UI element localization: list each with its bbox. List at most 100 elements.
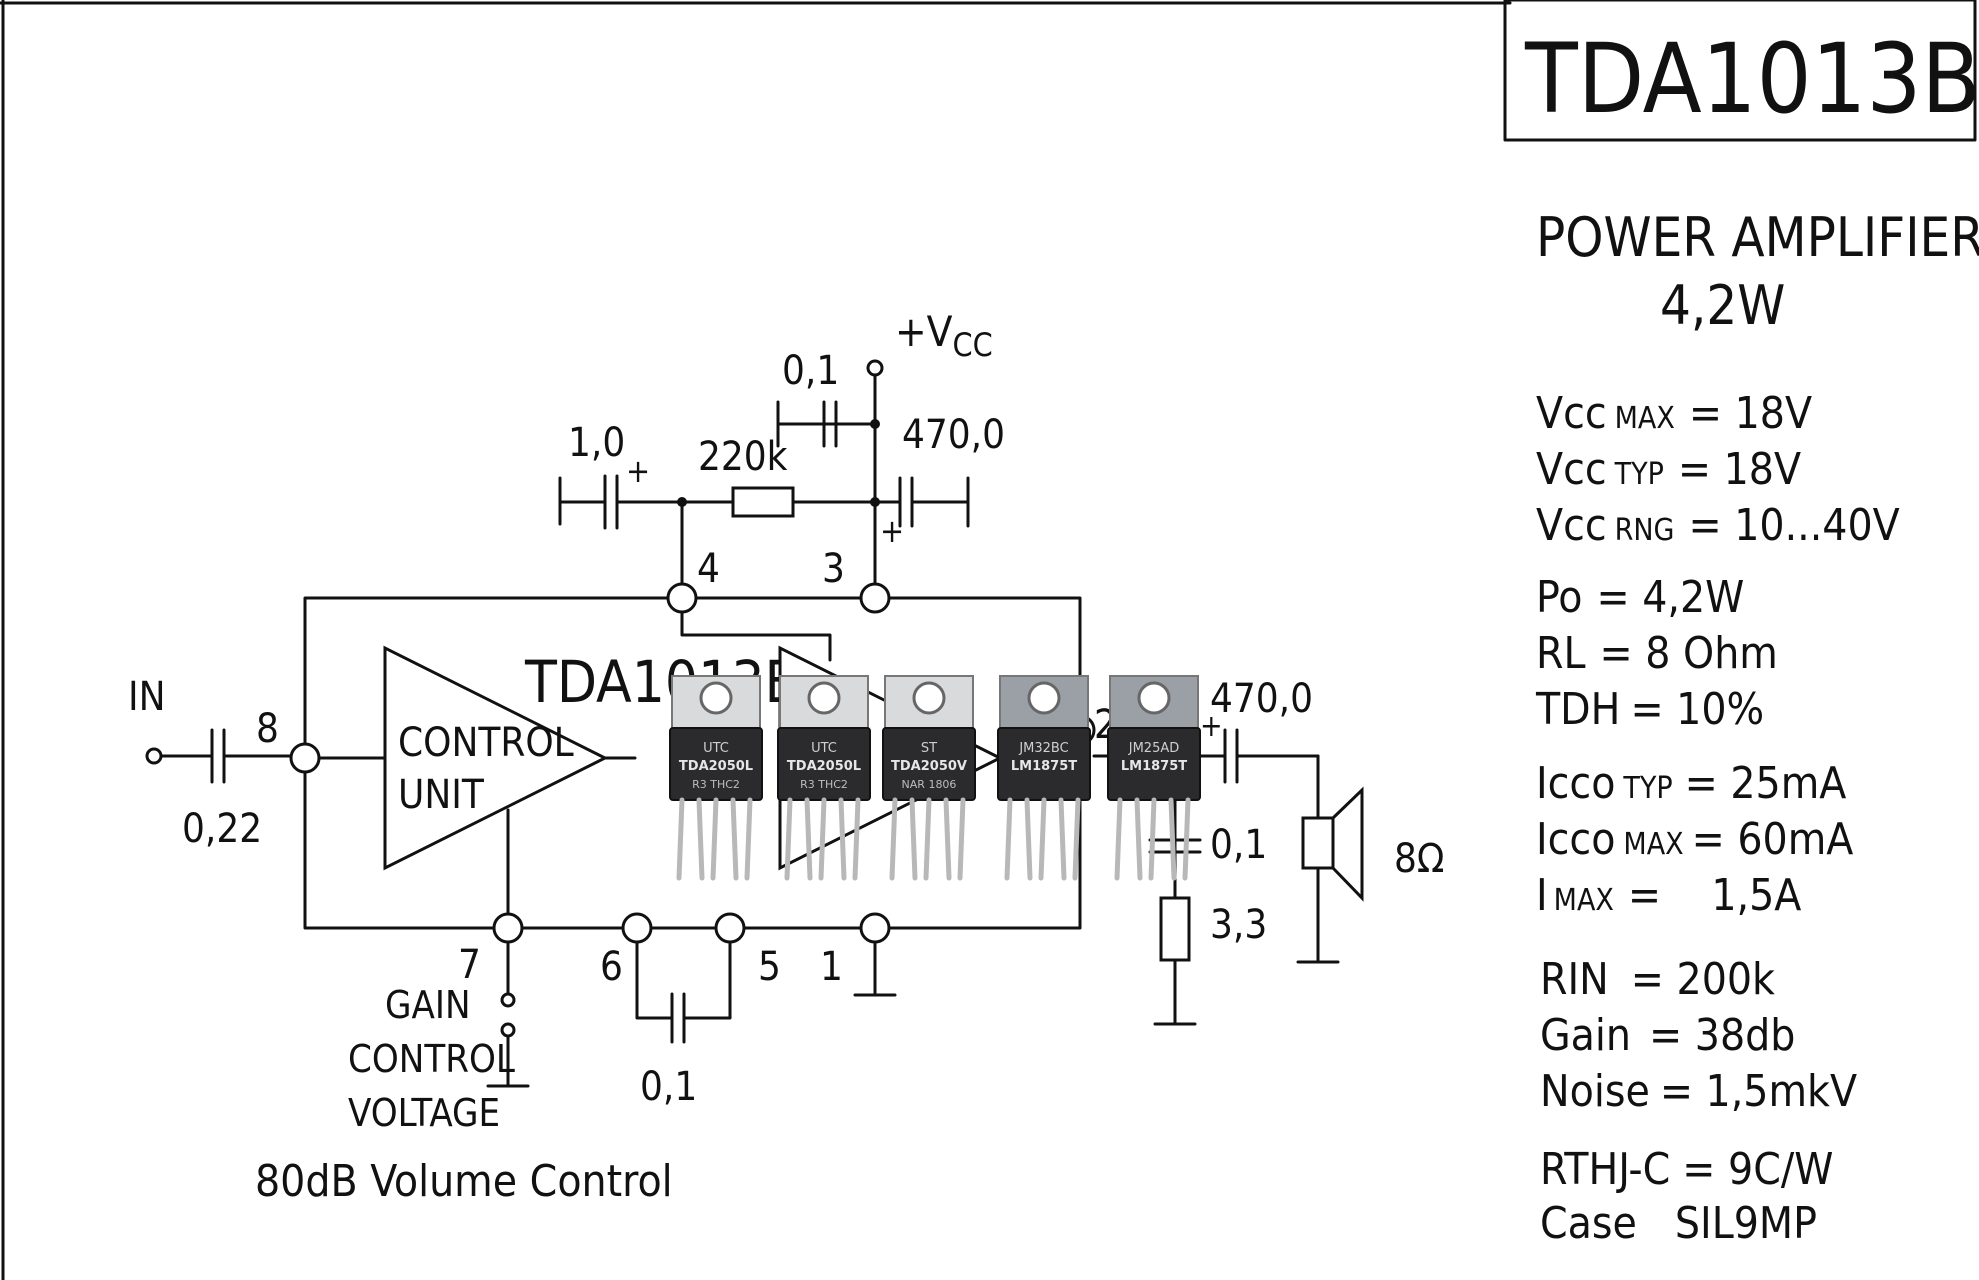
- package-lead: [676, 797, 685, 881]
- gain-label-2: CONTROL: [348, 1037, 515, 1081]
- package-lead: [1058, 797, 1067, 881]
- speaker-coil: [1301, 816, 1335, 870]
- package-1: UTC TDA2050L R3 THC2: [669, 675, 763, 881]
- c-dec-value: 0,1: [782, 348, 839, 394]
- package-lead: [744, 797, 753, 881]
- pin6-num: 6: [600, 944, 623, 990]
- package-2: UTC TDA2050L R3 THC2: [777, 675, 871, 881]
- spec-po: Po= 4,2W: [1536, 572, 1744, 623]
- pin5-circle: [714, 912, 746, 944]
- c-out-plus: +: [1200, 709, 1223, 744]
- gain-label-3: VOLTAGE: [348, 1091, 500, 1135]
- spec-noise: Noise= 1,5mkV: [1540, 1066, 1857, 1117]
- spec-rthj: RTHJ-C= 9C/W: [1540, 1144, 1833, 1195]
- vcc-terminal: [866, 359, 884, 377]
- package-code: R3 THC2: [800, 778, 848, 791]
- package-part: LM1875T: [1011, 759, 1077, 774]
- package-part: TDA2050L: [787, 759, 861, 774]
- wire-pin4-amp: [680, 596, 832, 662]
- package-brand: UTC: [811, 741, 837, 756]
- c-sup-value: 470,0: [902, 412, 1005, 458]
- package-part: TDA2050V: [891, 759, 967, 774]
- spec-tdh: TDH= 10%: [1535, 684, 1764, 735]
- package-lead: [1182, 797, 1191, 881]
- pin8-num: 8: [256, 706, 279, 752]
- package-code: R3 THC2: [692, 778, 740, 791]
- c-out-value: 470,0: [1210, 676, 1313, 722]
- title: TDA1013B: [1524, 23, 1979, 135]
- r-zobel: [1159, 896, 1191, 962]
- control-unit-label-2: UNIT: [398, 772, 485, 818]
- package-brand: UTC: [703, 741, 729, 756]
- spec-gain: Gain= 38db: [1540, 1010, 1795, 1061]
- package-lead: [1038, 797, 1047, 881]
- gain-terminal-b: [500, 1022, 516, 1038]
- package-lead: [943, 797, 952, 881]
- r-feedback: [731, 486, 795, 518]
- package-lead: [838, 797, 847, 881]
- package-part: TDA2050L: [679, 759, 753, 774]
- package-brand: JM32BC: [1018, 741, 1068, 756]
- speaker-value: 8Ω: [1394, 836, 1444, 882]
- wire-pin6-cap: [635, 940, 674, 1020]
- pin1-num: 1: [820, 944, 843, 990]
- pin3-circle: [859, 582, 891, 614]
- package-lead: [1134, 797, 1143, 881]
- in-label: IN: [128, 674, 166, 720]
- package-lead: [730, 797, 739, 881]
- package-code: NAR 1806: [902, 778, 957, 791]
- pin6-circle: [621, 912, 653, 944]
- mounting-hole: [1137, 681, 1171, 715]
- pin8-circle: [289, 742, 321, 774]
- package-4: JM32BC LM1875T: [997, 675, 1091, 881]
- package-lead: [909, 797, 918, 881]
- in-terminal: [145, 747, 163, 765]
- r-zob-value: 3,3: [1210, 902, 1267, 948]
- mounting-hole: [1027, 681, 1061, 715]
- r-feedback-value: 220k: [698, 434, 788, 480]
- mounting-hole: [807, 681, 841, 715]
- c-zob-value: 0,1: [1210, 822, 1267, 868]
- package-lead: [1072, 797, 1081, 881]
- package-lead: [818, 797, 827, 881]
- package-lead: [804, 797, 813, 881]
- volume-note: 80dB Volume Control: [255, 1156, 673, 1207]
- package-lead: [710, 797, 719, 881]
- package-lead: [1004, 797, 1013, 881]
- power-rating: 4,2W: [1660, 274, 1785, 337]
- package-photos: UTC TDA2050L R3 THC2 UTC TDA2050L R3 THC2 ST TD…: [669, 675, 1201, 881]
- gain-label-1: GAIN: [385, 983, 471, 1027]
- c-in-value: 0,22: [182, 806, 262, 852]
- package-lead: [1168, 797, 1177, 881]
- package-brand: ST: [921, 741, 937, 756]
- pin4-num: 4: [697, 546, 720, 592]
- pin7-circle: [492, 912, 524, 944]
- package-3: ST TDA2050V NAR 1806: [882, 675, 976, 881]
- package-part: LM1875T: [1121, 759, 1187, 774]
- pin4-circle: [666, 582, 698, 614]
- pin3-num: 3: [822, 546, 845, 592]
- c-56-value: 0,1: [640, 1064, 697, 1110]
- control-unit-label-1: CONTROL: [398, 720, 574, 766]
- mounting-hole: [699, 681, 733, 715]
- c-sup-plus: +: [880, 512, 904, 550]
- c-boot-plus: +: [626, 452, 650, 490]
- c-boot-value: 1,0: [568, 420, 625, 466]
- pin5-num: 5: [758, 944, 781, 990]
- package-lead: [923, 797, 932, 881]
- wire-pin5-cap: [682, 940, 732, 1020]
- vcc-label: +VCC: [895, 307, 993, 364]
- package-lead: [1024, 797, 1033, 881]
- package-lead: [1148, 797, 1157, 881]
